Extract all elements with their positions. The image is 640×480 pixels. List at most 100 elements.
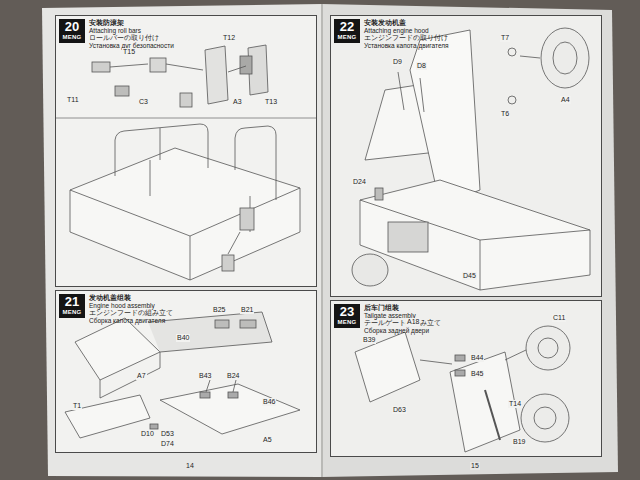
part-number: T11: [66, 96, 80, 104]
part-number: B24: [226, 372, 240, 380]
brand-name: MENG: [59, 309, 85, 316]
illustration-line: [455, 355, 465, 361]
part-number: B45: [470, 370, 484, 378]
illustration-line: [534, 407, 556, 429]
step-panel: 23MENG 后车门组装Tailgate assemblyテールゲートの組み立てС…: [330, 300, 602, 457]
part-number: T13: [264, 98, 278, 106]
step-title: 安装防滚架Attaching roll barsロールバーの取り付けУстано…: [89, 19, 174, 49]
illustration-line: [160, 126, 276, 200]
part-number: B46: [262, 398, 276, 406]
step-title: 后车门组装Tailgate assemblyテールゲートの組み立てСборка …: [364, 304, 441, 334]
part-number: A3: [232, 98, 243, 106]
part-number: A18: [406, 318, 420, 326]
illustration-line: [200, 392, 210, 398]
illustration-line: [485, 390, 500, 440]
step-title-line: Сборка капота двигателя: [89, 317, 173, 325]
illustration-line: [240, 320, 256, 328]
part-number: B39: [362, 336, 376, 344]
illustration-line: [150, 58, 166, 72]
part-number: C3: [138, 98, 149, 106]
step-title-line: Attaching roll bars: [89, 27, 174, 35]
illustration-line: [205, 46, 228, 104]
step-panel: 20MENG 安装防滚架Attaching roll barsロールバーの取り付け…: [55, 15, 317, 287]
part-number: B19: [512, 438, 526, 446]
page-number: 14: [185, 462, 195, 470]
part-number: T15: [122, 48, 136, 56]
step-title-line: エンジンフードの組み立て: [89, 309, 173, 317]
illustration-line: [70, 188, 300, 280]
part-number: A4: [560, 96, 571, 104]
part-number: B40: [176, 334, 190, 342]
part-number: T1: [72, 402, 82, 410]
step-title-line: 发动机盖组装: [89, 294, 173, 302]
part-number: D10: [140, 430, 155, 438]
illustration-line: [420, 360, 452, 364]
step-number: 22: [334, 20, 360, 34]
step-number: 20: [59, 20, 85, 34]
illustration-line: [148, 312, 272, 352]
step-title-line: Сборка задней двери: [364, 327, 441, 335]
right-page: [322, 4, 618, 477]
part-number: T12: [222, 34, 236, 42]
illustration-line: [160, 384, 300, 434]
step-title-line: テールゲートの組み立て: [364, 319, 441, 327]
illustration-line: [388, 222, 428, 252]
part-number: T6: [500, 110, 510, 118]
illustration-line: [521, 394, 569, 442]
illustration-line: [508, 48, 516, 56]
illustration-line: [206, 380, 210, 392]
illustration-line: [360, 200, 590, 290]
part-number: D45: [462, 272, 477, 280]
part-number: D8: [416, 62, 427, 70]
illustration-line: [508, 96, 516, 104]
step-badge: 22MENG: [334, 19, 360, 43]
step-title: 安装发动机盖Attaching engine hoodエンジンフードの取り付けУ…: [364, 19, 449, 49]
step-title-line: エンジンフードの取り付け: [364, 34, 449, 42]
illustration-line: [215, 320, 229, 328]
step-badge: 21MENG: [59, 294, 85, 318]
illustration-line: [553, 42, 577, 74]
part-number: D63: [392, 406, 407, 414]
illustration-line: [398, 72, 404, 110]
panel-ground: [55, 15, 317, 287]
part-number: A5: [262, 436, 273, 444]
illustration-line: [65, 395, 150, 438]
part-number: D24: [352, 178, 367, 186]
illustration-line: [233, 380, 236, 392]
illustration-line: [70, 148, 300, 280]
part-number: B43: [198, 372, 212, 380]
illustration-line: [228, 392, 238, 398]
illustration-line: [410, 30, 480, 205]
step-20-art: [56, 45, 316, 280]
illustration-line: [541, 28, 589, 88]
step-number: 23: [334, 305, 360, 319]
illustration-line: [228, 232, 240, 254]
panel-ground: [55, 290, 317, 453]
step-panel: 22MENG安装发动机盖Attaching engine hoodエンジンフード…: [330, 15, 602, 297]
illustration-line: [455, 370, 465, 376]
spine: [321, 4, 323, 477]
brand-name: MENG: [59, 34, 85, 41]
step-23-art: [355, 326, 570, 452]
step-title-line: Attaching engine hood: [364, 27, 449, 35]
illustration-line: [538, 338, 558, 358]
part-number: C11: [552, 314, 566, 322]
brand-name: MENG: [334, 319, 360, 326]
step-22-art: [352, 28, 590, 290]
illustration-line: [92, 62, 110, 72]
illustration-line: [150, 160, 250, 232]
part-number: B21: [240, 306, 254, 314]
part-number: A7: [136, 372, 147, 380]
illustration-line: [505, 350, 526, 360]
illustration-line: [166, 64, 203, 70]
panel-ground: [330, 300, 602, 457]
illustration-line: [228, 66, 246, 72]
part-number: T14: [508, 400, 522, 408]
left-page: [42, 4, 322, 477]
step-title-line: Engine hood assembly: [89, 302, 173, 310]
illustration-line: [240, 56, 252, 74]
illustration-line: [150, 424, 158, 429]
part-number: T7: [500, 34, 510, 42]
step-title-line: 后车门组装: [364, 304, 441, 312]
